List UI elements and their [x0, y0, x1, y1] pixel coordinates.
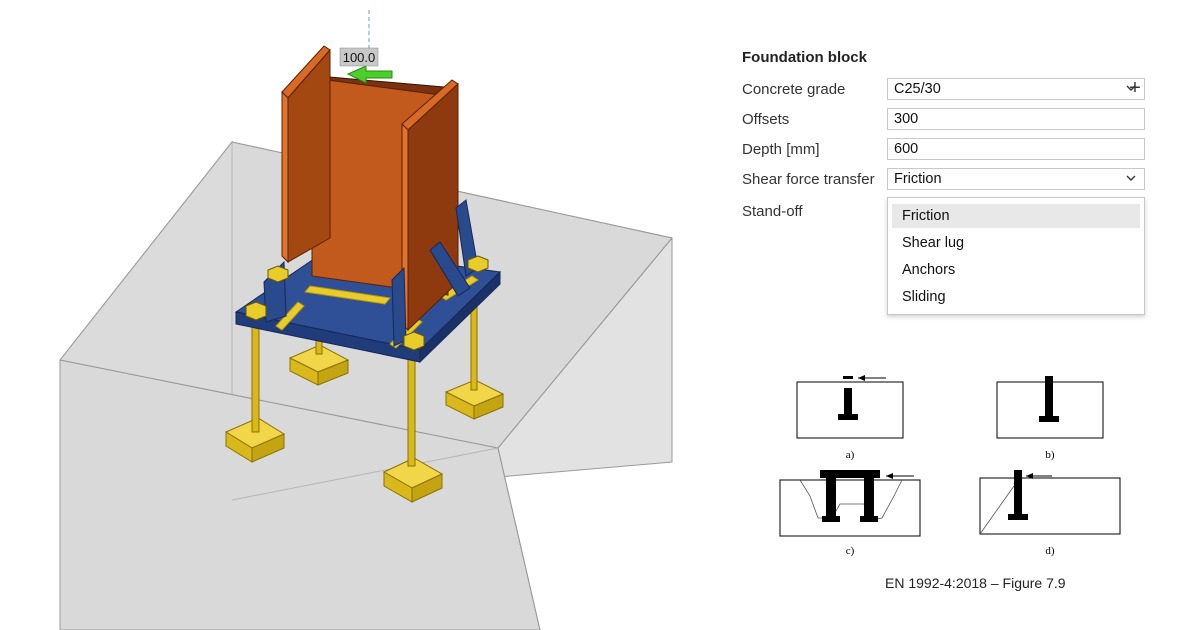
row-standoff: Stand-off	[742, 200, 1152, 226]
concrete-grade-select[interactable]: C25/30	[887, 78, 1145, 100]
figure-d: d)	[979, 470, 1121, 557]
nut-3	[245, 301, 267, 321]
figure-label-b: b)	[1045, 449, 1055, 461]
concrete-grade-value: C25/30	[894, 81, 941, 97]
shear-transfer-value: Friction	[894, 171, 942, 187]
figure-b: b)	[996, 376, 1104, 461]
nut-1	[267, 265, 289, 283]
washer-back-left	[288, 344, 350, 386]
figure-label-c: c)	[846, 545, 855, 557]
option-friction[interactable]: Friction	[892, 204, 1140, 228]
model-viewport[interactable]: 100.0	[0, 0, 700, 630]
row-concrete-grade: Concrete grade C25/30 +	[742, 78, 1152, 104]
shear-transfer-figure: a) b) c) d)	[779, 375, 1121, 557]
dimension-label: 100.0	[343, 50, 376, 65]
nut-2	[467, 255, 489, 273]
shear-transfer-dropdown: Friction Shear lug Anchors Sliding	[887, 197, 1145, 315]
depth-label: Depth [mm]	[742, 141, 820, 158]
figure-a: a)	[796, 375, 904, 461]
plus-icon[interactable]: +	[1129, 77, 1141, 99]
nut-4	[403, 331, 425, 351]
section-title: Foundation block	[742, 49, 867, 66]
washer-front-left	[224, 417, 286, 463]
chevron-down-icon	[1126, 175, 1136, 181]
concrete-grade-label: Concrete grade	[742, 81, 846, 98]
shear-transfer-label: Shear force transfer	[742, 171, 875, 188]
shear-transfer-select[interactable]: Friction	[887, 168, 1145, 190]
anchor-washers	[224, 344, 505, 503]
option-anchors[interactable]: Anchors	[902, 262, 956, 278]
standoff-label: Stand-off	[742, 203, 803, 220]
offsets-input[interactable]	[887, 108, 1145, 130]
row-offsets: Offsets	[742, 108, 1152, 134]
option-sliding[interactable]: Sliding	[902, 289, 946, 305]
figure-label-d: d)	[1045, 545, 1055, 557]
row-depth: Depth [mm]	[742, 138, 1152, 164]
figure-c: c)	[779, 470, 921, 557]
depth-input[interactable]	[887, 138, 1145, 160]
anchor-nuts	[245, 255, 489, 351]
load-marker[interactable]: 100.0	[339, 10, 393, 84]
washer-front-right	[382, 457, 444, 503]
row-shear-transfer: Shear force transfer Friction	[742, 168, 1152, 194]
option-shear-lug[interactable]: Shear lug	[902, 235, 965, 251]
figure-label-a: a)	[846, 449, 855, 461]
washer-back-right	[444, 379, 505, 420]
offsets-label: Offsets	[742, 111, 790, 128]
figure-caption: EN 1992-4:2018 – Figure 7.9	[885, 575, 1066, 591]
chevron-down-icon	[1126, 85, 1136, 91]
